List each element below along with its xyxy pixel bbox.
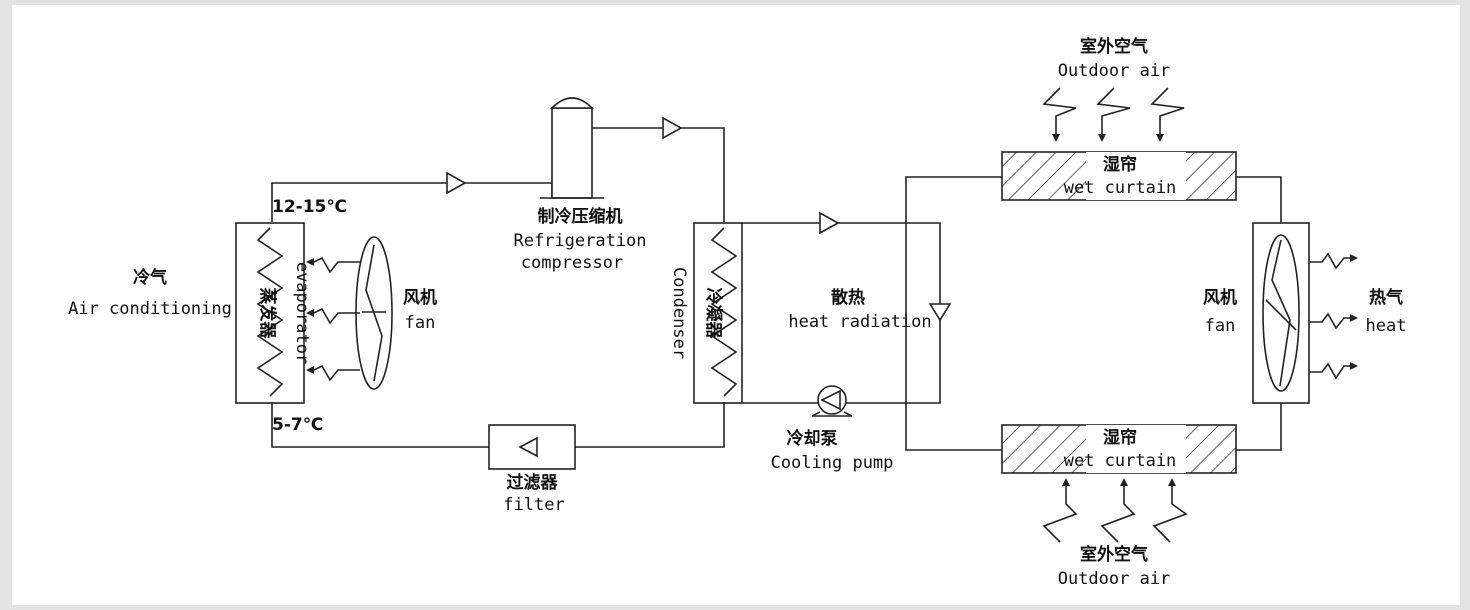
evaporator: [235, 222, 305, 404]
cold-air-label-cn: 冷气: [133, 267, 167, 288]
wet-curtain-loop: [905, 176, 1282, 451]
filter: [488, 424, 576, 470]
flow-arrow-suction: [446, 171, 467, 195]
outdoor-air-bottom-label-en: Outdoor air: [1058, 569, 1171, 589]
fan-right-label-en: fan: [1205, 316, 1236, 336]
fan-left-label-en: fan: [405, 313, 436, 333]
flow-arrow-water-top: [819, 211, 840, 235]
heat-arrow-3: [1309, 362, 1352, 380]
compressor: [540, 97, 604, 199]
wet-curtain-bottom-label-cn: 湿帘: [1103, 427, 1137, 448]
evaporator-label-en: evaporator: [292, 262, 312, 364]
airflow-left-1: [308, 256, 360, 274]
compressor-label-en-1: Refrigeration: [513, 231, 646, 251]
fan-right: [1252, 222, 1358, 404]
compressor-label-en-2: compressor: [521, 253, 623, 273]
airflow-left-2: [308, 307, 360, 325]
wet-curtain-top-label-cn: 湿帘: [1103, 154, 1137, 175]
pipe-discharge: [592, 127, 725, 222]
compressor-label-cn: 制冷压缩机: [538, 206, 623, 227]
cold-air-label-en: Air conditioning: [68, 299, 232, 319]
condenser-label-en: Condenser: [669, 267, 689, 359]
filter-label-cn: 过滤器: [507, 472, 559, 493]
refrigerant-loop: [271, 127, 725, 448]
temp-low-label: 5-7℃: [272, 415, 323, 435]
outdoor-air-top-label-en: Outdoor air: [1058, 61, 1171, 81]
airflow-left-3: [308, 364, 360, 382]
outdoor-air-top-label-cn: 室外空气: [1080, 36, 1148, 57]
outdoor-air-bottom-arrows: [1042, 478, 1188, 543]
wet-curtain-top: [1001, 151, 1237, 201]
heat-arrow-1: [1309, 252, 1352, 270]
cooling-pump-label-en: Cooling pump: [771, 453, 894, 473]
fan-left-label-cn: 风机: [403, 287, 437, 308]
fan-right-label-cn: 风机: [1203, 287, 1237, 308]
wet-curtain-top-label-en: wet curtain: [1064, 178, 1177, 198]
heat-label-cn: 热气: [1369, 287, 1403, 308]
wet-curtain-bottom-label-en: wet curtain: [1064, 451, 1177, 471]
condenser-label-cn: 冷凝器: [703, 288, 724, 340]
evaporator-label-cn: 蒸发器: [257, 288, 278, 340]
heat-radiation-label-en: heat radiation: [788, 312, 931, 332]
heat-label-en: heat: [1366, 316, 1407, 336]
wet-curtain-bottom: [1001, 424, 1237, 474]
filter-label-en: filter: [503, 495, 564, 515]
fan-left: [306, 236, 393, 390]
heat-arrow-2: [1309, 312, 1352, 330]
heat-radiation-label-cn: 散热: [831, 287, 865, 308]
outdoor-air-bottom-label-cn: 室外空气: [1080, 544, 1148, 565]
flow-arrow-discharge: [662, 116, 683, 140]
outdoor-air-top-arrows: [1042, 87, 1185, 142]
condenser: [693, 222, 743, 404]
refrigeration-cycle-diagram: 冷气 Air conditioning 12-15℃ 5-7℃ 蒸发器 evap…: [68, 36, 1407, 589]
diagram-canvas: 冷气 Air conditioning 12-15℃ 5-7℃ 蒸发器 evap…: [12, 5, 1460, 605]
cooling-water-loop: [742, 211, 952, 417]
flow-arrow-water-down: [928, 303, 952, 322]
cooling-pump: [811, 385, 853, 417]
cooling-pump-label-cn: 冷却泵: [787, 428, 838, 449]
temp-high-label: 12-15℃: [272, 197, 347, 217]
